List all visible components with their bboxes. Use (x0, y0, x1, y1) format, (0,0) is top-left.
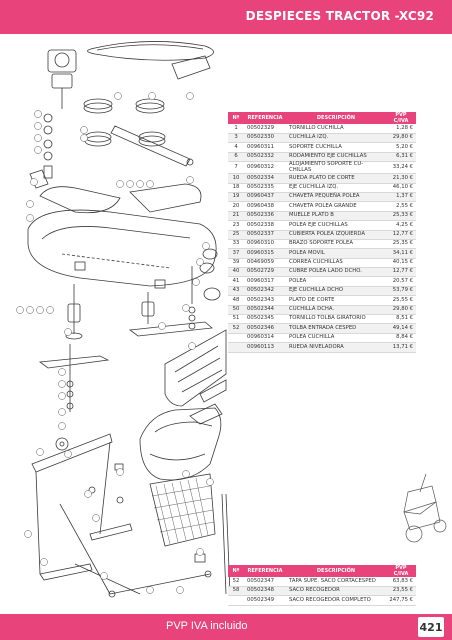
col-pvp: PVP C/IVA (386, 112, 416, 124)
mower-deck-drawing (27, 41, 227, 451)
col-ref: REFERENCIA (244, 565, 286, 577)
footer-price-note: PVP IVA incluido (166, 620, 248, 632)
header-bar: DESPIECES TRACTOR -XC92 (0, 0, 452, 34)
col-desc: DESCRIPCIÓN (286, 112, 386, 124)
deck-callouts (16, 92, 210, 430)
tractor-thumbnail (403, 473, 447, 543)
grass-bag-drawing (31, 403, 231, 598)
col-desc: DESCRIPCIÓN (286, 565, 386, 577)
page-title: DESPIECES TRACTOR -XC92 (245, 9, 434, 23)
page-number: 421 (419, 620, 443, 634)
footer-bar: PVP IVA incluido 421 (0, 614, 452, 640)
bag-callouts (24, 448, 214, 594)
col-pvp: PVP C/IVA (386, 565, 416, 577)
col-n: Nº (228, 565, 244, 577)
table-header-row: Nº REFERENCIA DESCRIPCIÓN PVP C/IVA (228, 565, 416, 577)
col-n: Nº (228, 112, 244, 124)
exploded-parts-diagram (16, 41, 447, 598)
col-ref: REFERENCIA (244, 112, 286, 124)
page-number-box: 421 (418, 617, 444, 637)
table-header-row: Nº REFERENCIA DESCRIPCIÓN PVP C/IVA (228, 112, 416, 124)
